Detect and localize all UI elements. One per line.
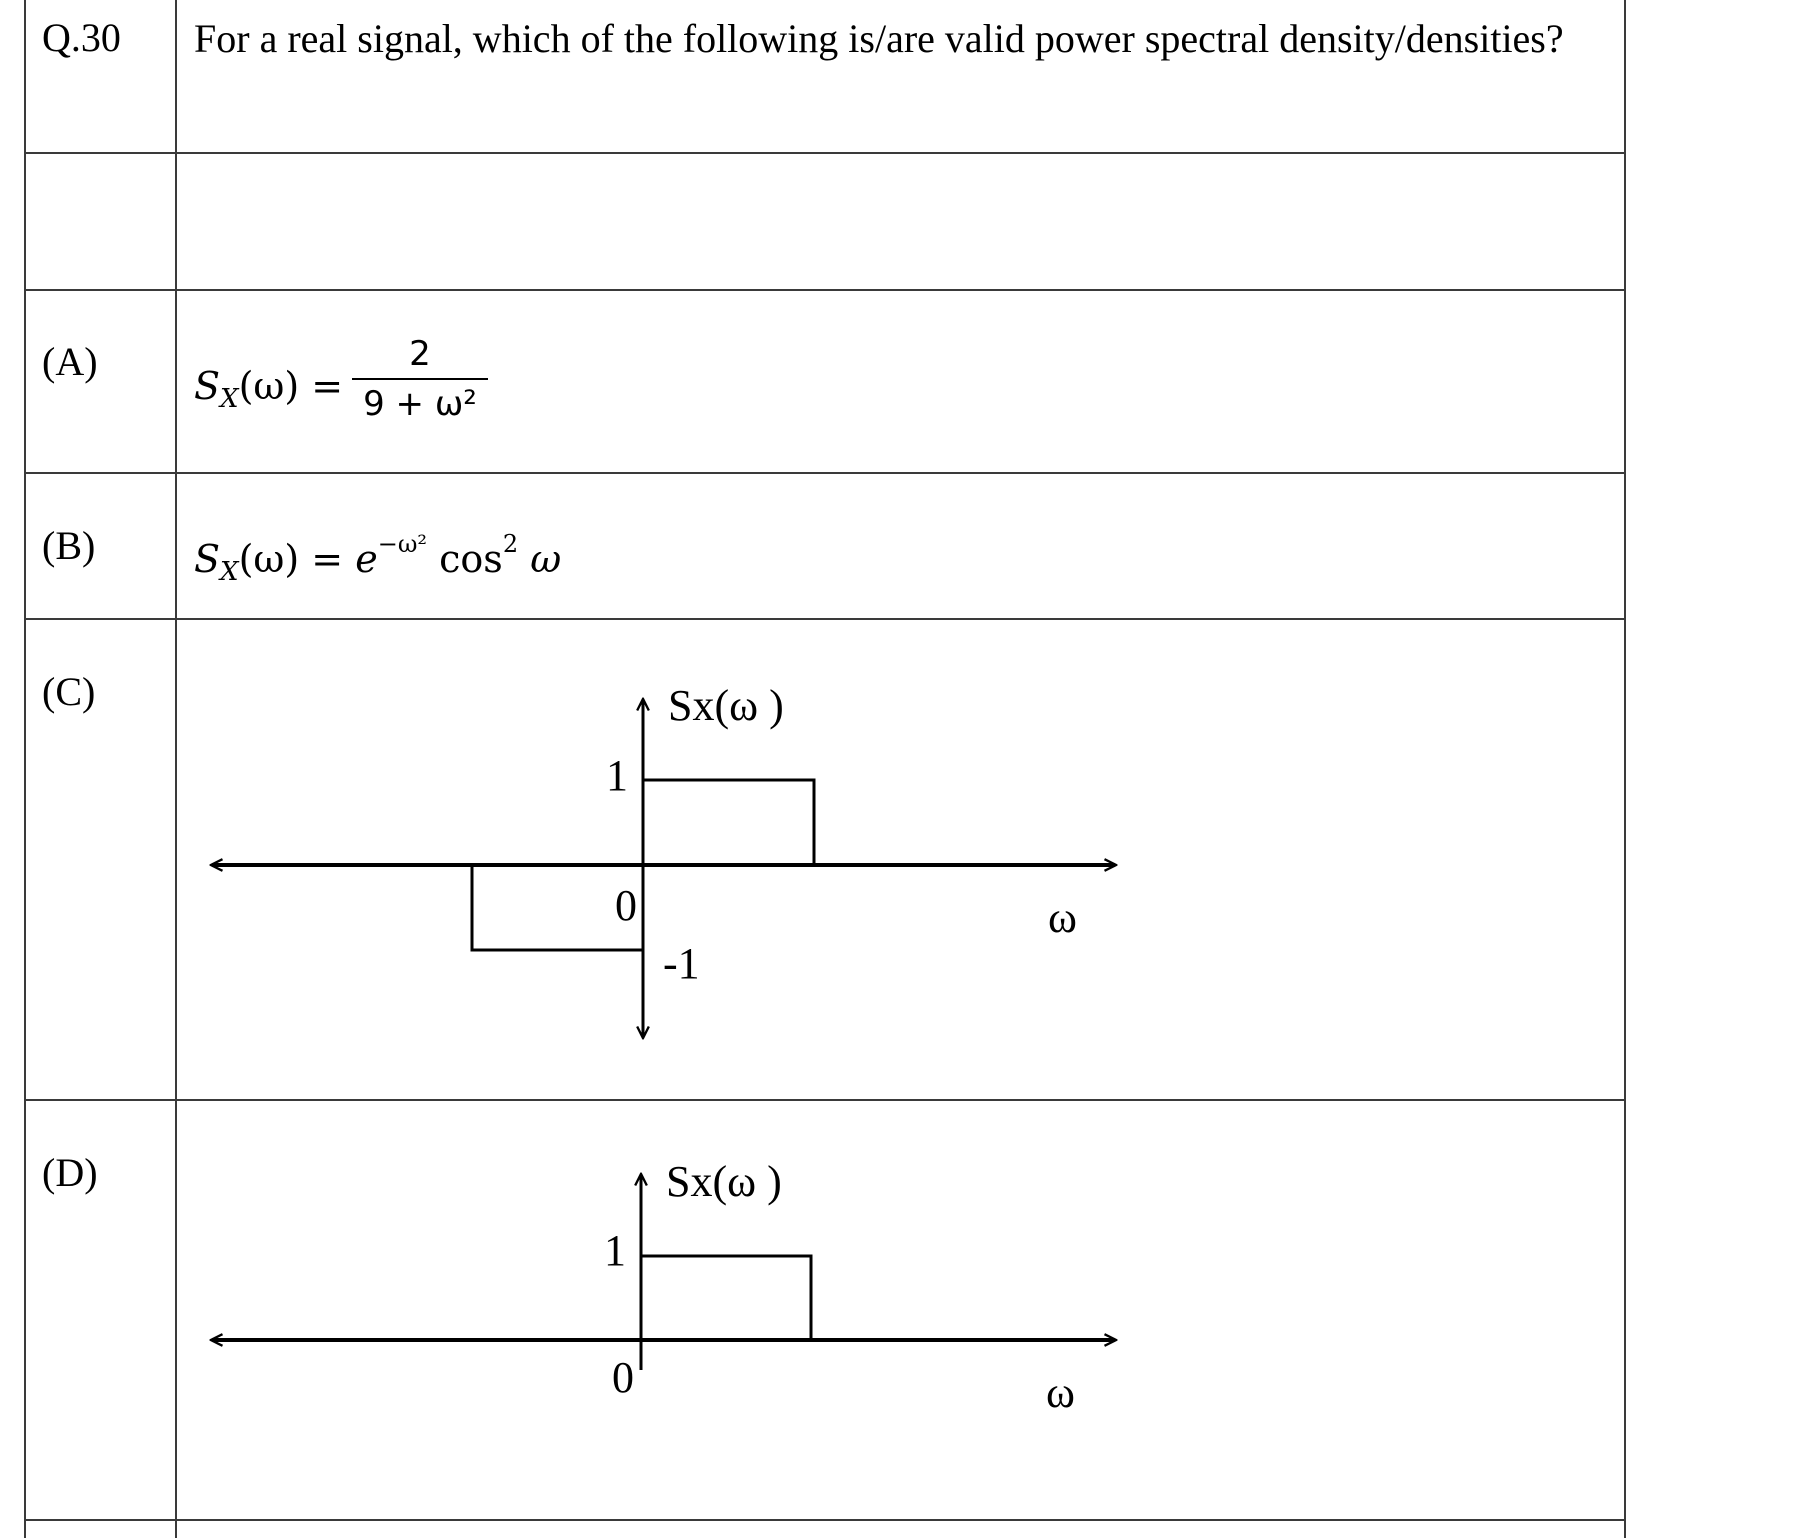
- tick-label-neg1: -1: [663, 939, 700, 988]
- option-b-expression: SX(ω) = e−ω² cos2 ω: [194, 530, 561, 587]
- question-number: Q.30: [42, 15, 121, 60]
- option-a-fraction: 2 9 + ω²: [352, 334, 488, 424]
- psd-subscript: X: [220, 557, 239, 587]
- x-axis-label: ω: [1048, 893, 1077, 942]
- psd-argument: (ω): [238, 364, 300, 408]
- psd-argument: (ω): [238, 537, 300, 581]
- y-axis-label: Sx(ω ): [668, 681, 784, 730]
- psd-symbol: S: [194, 537, 221, 581]
- exp-exponent: −ω²: [377, 530, 428, 558]
- equals-sign: =: [311, 537, 344, 581]
- row-divider: [24, 618, 1626, 620]
- question-text: For a real signal, which of the followin…: [194, 16, 1564, 61]
- option-b-label: (B): [42, 523, 96, 568]
- row-divider: [24, 152, 1626, 154]
- psd-symbol: S: [194, 364, 221, 408]
- option-a-label: (A): [42, 339, 98, 384]
- x-axis-label: ω: [1046, 1368, 1075, 1417]
- option-d-label: (D): [42, 1150, 98, 1195]
- option-a-lhs: SX(ω) =: [194, 364, 343, 414]
- row-divider: [24, 1099, 1626, 1101]
- cos-power: 2: [502, 530, 519, 558]
- tick-label-1: 1: [606, 751, 628, 800]
- table-column-divider: [175, 0, 177, 1538]
- exp-base: e: [355, 537, 378, 581]
- cos-function: cos: [439, 537, 503, 581]
- tick-label-0: 0: [612, 1353, 634, 1402]
- psd-step-curve: [470, 778, 816, 952]
- fraction-bar: [352, 378, 488, 380]
- table-border-right: [1624, 0, 1626, 1538]
- fraction-denominator: 9 + ω²: [363, 384, 477, 424]
- row-divider: [24, 1519, 1626, 1521]
- equals-sign: =: [311, 364, 344, 408]
- row-divider: [24, 289, 1626, 291]
- table-border-left: [24, 0, 26, 1538]
- psd-subscript: X: [220, 384, 239, 414]
- fraction-numerator: 2: [409, 334, 431, 374]
- tick-label-0: 0: [615, 881, 637, 930]
- cos-argument: ω: [530, 537, 562, 581]
- option-c-label: (C): [42, 669, 96, 714]
- row-divider: [24, 472, 1626, 474]
- tick-label-1: 1: [604, 1226, 626, 1275]
- psd-step-curve: [639, 1254, 813, 1340]
- y-axis-label: Sx(ω ): [666, 1157, 782, 1206]
